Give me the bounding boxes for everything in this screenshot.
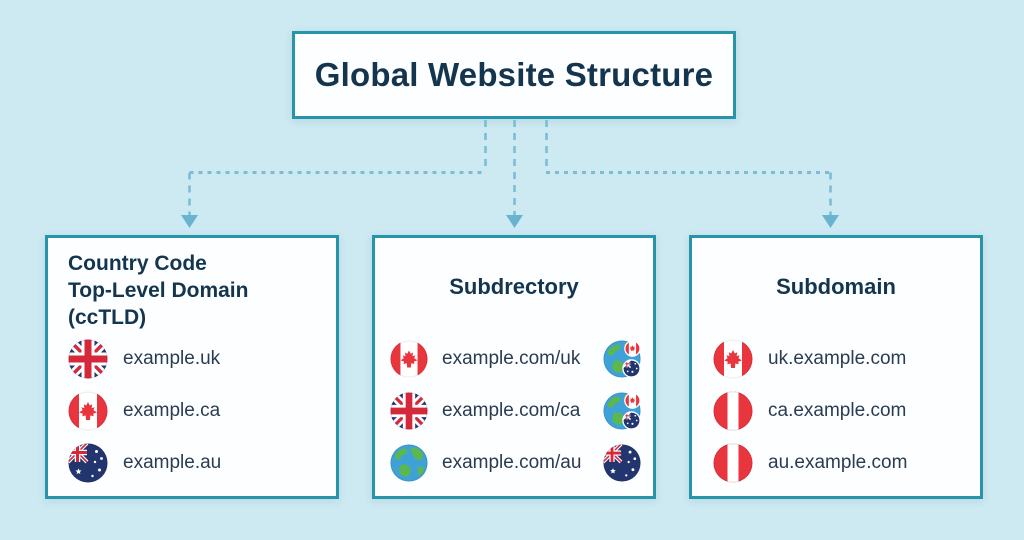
domain-label: ca.example.com <box>768 400 907 421</box>
canada-flag-icon <box>713 339 753 379</box>
uk-flag-icon <box>390 392 428 430</box>
card-subdomain: Subdomain uk.example.com ca.example.com … <box>689 235 983 499</box>
domain-row: example.com/ca <box>390 391 641 431</box>
domain-label: au.example.com <box>768 452 908 473</box>
domain-row: ca.example.com <box>713 391 980 431</box>
card-subdirectory: Subdrectory example.com/uk example.com/c… <box>372 235 656 499</box>
domain-label: example.ca <box>123 400 221 421</box>
card-subdomain-heading: Subdomain <box>776 274 896 299</box>
card-cctld-heading: Country Code Top-Level Domain (ccTLD) <box>48 238 336 332</box>
canada-flag-icon <box>68 391 108 431</box>
domain-row: example.com/uk <box>390 339 641 379</box>
domain-row: au.example.com <box>713 443 980 483</box>
arrowhead-middle <box>506 215 523 228</box>
globe-with-flags-icon <box>603 392 641 430</box>
card-cctld-rows: example.uk example.ca example.au <box>48 339 336 483</box>
arrowhead-right <box>822 215 839 228</box>
page-title: Global Website Structure <box>314 56 714 93</box>
domain-row: example.ca <box>68 391 336 431</box>
australia-flag-icon <box>603 444 641 482</box>
red-white-flag-icon <box>713 443 753 483</box>
arrowhead-left <box>181 215 198 228</box>
domain-label: example.com/uk <box>442 348 581 369</box>
card-subdirectory-heading: Subdrectory <box>449 274 579 299</box>
australia-flag-icon <box>68 443 108 483</box>
globe-icon <box>390 444 428 482</box>
domain-label: uk.example.com <box>768 348 907 369</box>
canada-flag-icon <box>390 340 428 378</box>
uk-flag-icon <box>68 339 108 379</box>
domain-label: example.com/au <box>442 452 582 473</box>
domain-label: example.au <box>123 452 222 473</box>
card-subdomain-rows: uk.example.com ca.example.com au.example… <box>692 339 980 483</box>
card-subdirectory-rows: example.com/uk example.com/ca example.co… <box>375 339 653 483</box>
red-white-flag-icon <box>713 391 753 431</box>
domain-row: example.au <box>68 443 336 483</box>
globe-with-flags-icon <box>603 340 641 378</box>
domain-label: example.com/ca <box>442 400 581 421</box>
title-box: Global Website Structure <box>292 31 736 119</box>
card-cctld: Country Code Top-Level Domain (ccTLD) ex… <box>45 235 339 499</box>
domain-row: uk.example.com <box>713 339 980 379</box>
domain-row: example.com/au <box>390 443 641 483</box>
heading-line: Top-Level Domain <box>68 278 249 302</box>
heading-line: (ccTLD) <box>68 305 147 329</box>
domain-label: example.uk <box>123 348 221 369</box>
heading-line: Country Code <box>68 252 207 275</box>
domain-row: example.uk <box>68 339 336 379</box>
